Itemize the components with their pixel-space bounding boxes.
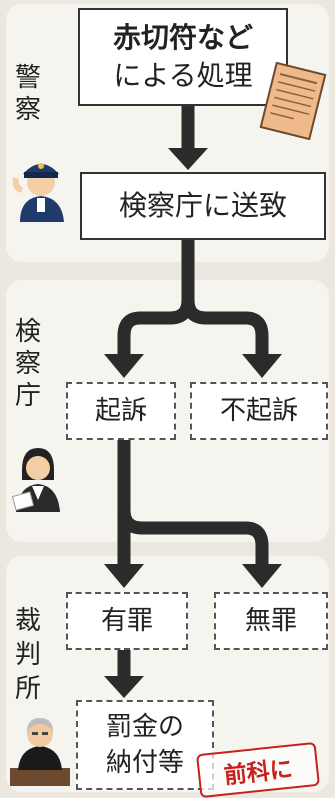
fine-payment-box: 罰金の 納付等 bbox=[76, 700, 214, 790]
police-officer-icon bbox=[12, 163, 64, 222]
arrow-send-to-nonindict bbox=[181, 299, 269, 356]
indictment-box: 起訴 bbox=[66, 382, 176, 440]
ticket-line1: 赤切符など bbox=[112, 21, 253, 54]
arrowhead-notguilty bbox=[242, 564, 282, 588]
arrowhead-fine bbox=[104, 676, 144, 698]
arrow-send-split bbox=[117, 240, 195, 356]
fine-line1: 罰金の bbox=[105, 712, 184, 742]
not-guilty-box: 無罪 bbox=[214, 592, 328, 650]
guilty-box: 有罪 bbox=[66, 592, 188, 650]
non-indictment-box: 不起訴 bbox=[190, 382, 328, 440]
arrowhead-send bbox=[168, 148, 208, 170]
arrowhead-indict bbox=[104, 354, 144, 378]
red-ticket-icon bbox=[259, 62, 327, 140]
section-label-court: 裁 判 所 bbox=[14, 606, 41, 704]
arrowhead-guilty bbox=[104, 564, 144, 588]
arrow-indict-to-notguilty bbox=[117, 509, 269, 566]
judge-icon bbox=[10, 718, 70, 786]
ticket-processing-box: 赤切符など による処理 bbox=[78, 8, 288, 106]
fine-line2: 納付等 bbox=[105, 748, 184, 778]
send-to-prosecutor-box: 検察庁に送致 bbox=[80, 172, 326, 240]
prosecutor-icon bbox=[11, 448, 60, 512]
ticket-line2: による処理 bbox=[113, 59, 253, 92]
section-label-police: 警 察 bbox=[14, 63, 41, 125]
section-label-prosecutor: 検 察 庁 bbox=[14, 317, 41, 411]
arrowhead-nonindict bbox=[242, 354, 282, 378]
